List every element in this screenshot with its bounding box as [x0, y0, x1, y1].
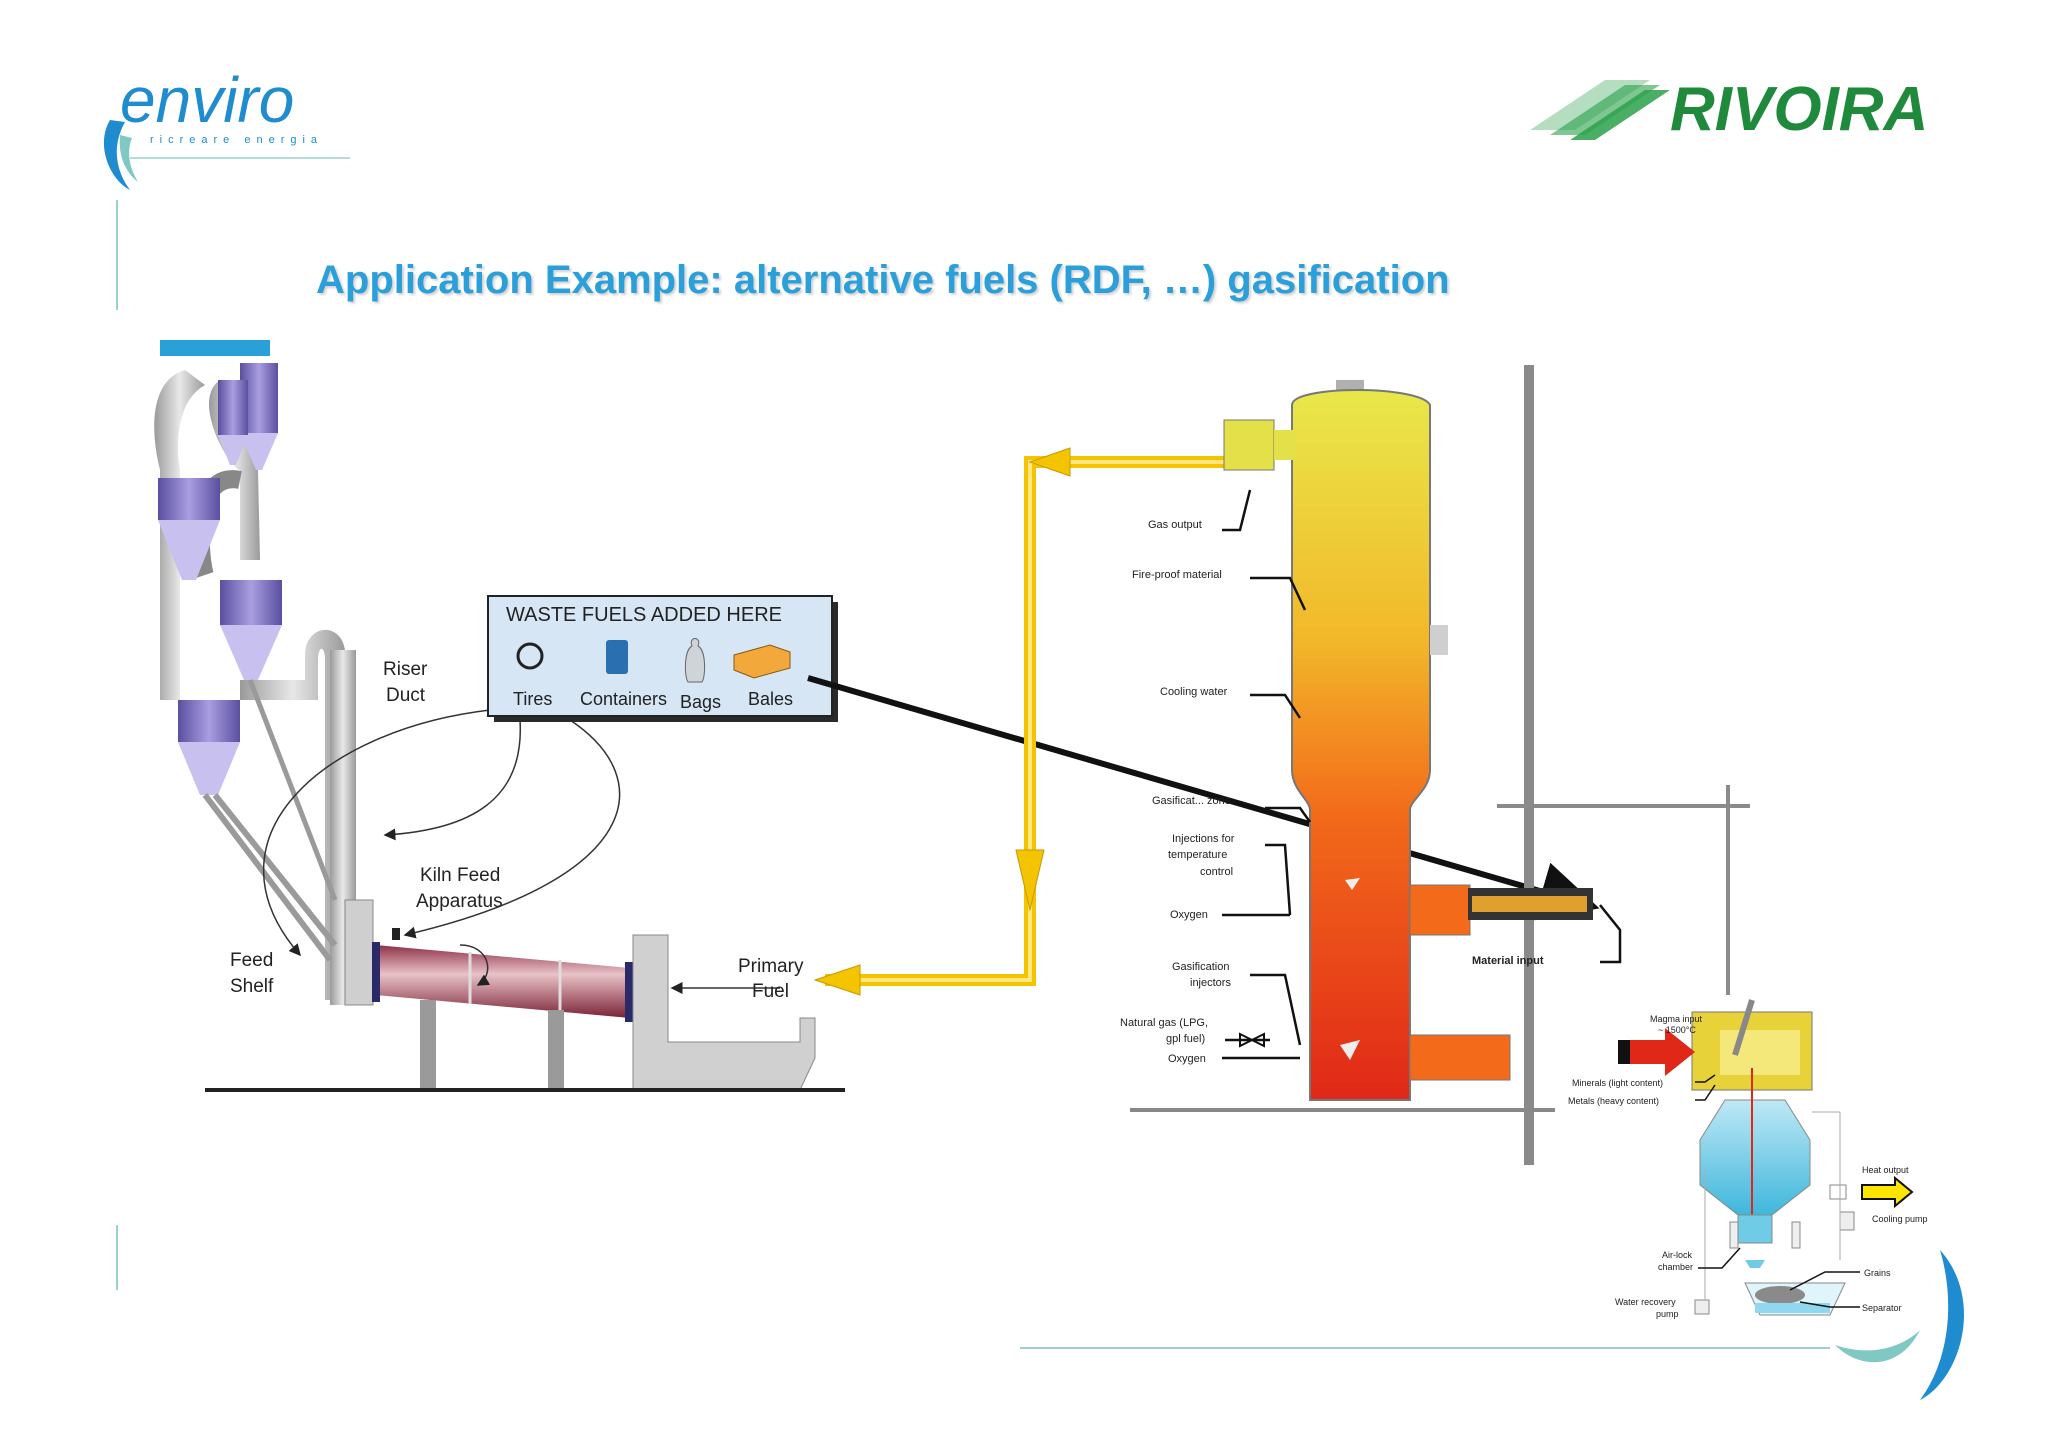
cooling-pump-label: Cooling pump — [1872, 1214, 1928, 1224]
svg-text:~ 1500°C: ~ 1500°C — [1658, 1025, 1696, 1035]
gas-return-arrow — [813, 447, 1225, 996]
minerals-label: Minerals (light content) — [1572, 1078, 1663, 1088]
svg-text:temperature: temperature — [1168, 849, 1227, 861]
material-input-label: Material input — [1472, 955, 1544, 967]
magma-input-arrow — [1620, 1028, 1695, 1076]
water-recovery-label: Water recovery — [1615, 1297, 1676, 1307]
oxygen-label-2: Oxygen — [1168, 1053, 1206, 1065]
svg-text:Apparatus: Apparatus — [416, 891, 503, 912]
preheater-cap — [160, 340, 270, 356]
rivoira-wordmark: RIVOIRA — [1670, 75, 1928, 144]
magma-input-label: Magma input — [1650, 1014, 1703, 1024]
heat-output-arrow — [1861, 1175, 1914, 1209]
bales-label: Bales — [748, 689, 793, 709]
heat-output-label: Heat output — [1862, 1165, 1909, 1175]
riser-duct — [240, 629, 345, 1000]
cyclone-hopper-2 — [218, 380, 248, 465]
cooling-water-label: Cooling water — [1160, 686, 1228, 698]
injection-label-1: Injections for — [1172, 833, 1235, 845]
svg-text:pump: pump — [1656, 1309, 1679, 1319]
rivoira-stripes — [1530, 80, 1670, 140]
svg-text:control: control — [1200, 866, 1233, 878]
gasification-zone-label: Gasificat... zone — [1152, 795, 1231, 807]
svg-text:chamber: chamber — [1658, 1262, 1693, 1272]
gasification-injectors-label: Gasification — [1172, 961, 1229, 973]
gasifier-labels: Gas output Fire-proof material Cooling w… — [1120, 519, 1544, 1065]
svg-text:Fuel: Fuel — [752, 981, 789, 1002]
enviro-logo: enviro ricreare energia — [103, 64, 350, 190]
vitrification-unit — [1618, 999, 1914, 1316]
vitrification-labels: Magma input ~ 1500°C Minerals (light con… — [1568, 1014, 1928, 1319]
rivoira-logo: RIVOIRA — [1530, 75, 1928, 144]
containers-label: Containers — [580, 689, 667, 709]
waste-fuels-heading: WASTE FUELS ADDED HERE — [506, 604, 782, 626]
svg-text:Duct: Duct — [386, 685, 426, 706]
separator-label: Separator — [1862, 1303, 1902, 1313]
riser-duct-label: Riser — [383, 659, 428, 680]
bags-icon — [684, 638, 706, 683]
containers-icon — [606, 640, 628, 674]
metals-label: Metals (heavy content) — [1568, 1096, 1659, 1106]
waste-fuels-box: WASTE FUELS ADDED HERE Tires Containers … — [487, 595, 838, 722]
grains-label: Grains — [1864, 1268, 1891, 1278]
cyclone-hopper-5 — [178, 700, 240, 795]
svg-text:gpl fuel): gpl fuel) — [1166, 1033, 1205, 1045]
rotary-kiln — [372, 942, 633, 1022]
svg-text:Shelf: Shelf — [230, 976, 274, 997]
enviro-wordmark: enviro — [120, 64, 294, 136]
bales-to-gasifier-arrow — [807, 675, 1600, 921]
primary-fuel-label: Primary — [738, 956, 804, 977]
tires-icon — [516, 642, 544, 670]
tires-label: Tires — [513, 689, 552, 709]
feed-shelf-label: Feed — [230, 950, 273, 971]
airlock-label: Air-lock — [1662, 1250, 1693, 1260]
natural-gas-label: Natural gas (LPG, — [1120, 1017, 1208, 1029]
decor-swoosh — [1920, 1250, 1964, 1400]
slide-title: Application Example: alternative fuels (… — [316, 258, 1450, 302]
bales-icon — [733, 644, 791, 679]
cyclone-hopper-3 — [158, 478, 220, 580]
bags-label: Bags — [680, 692, 721, 712]
enviro-tagline: ricreare energia — [150, 134, 323, 146]
cement-kiln-diagram: Riser Duct Kiln Feed Apparatus Feed Shel… — [154, 340, 845, 1092]
gas-output-label: Gas output — [1148, 519, 1202, 531]
svg-text:injectors: injectors — [1190, 977, 1231, 989]
fireproof-label: Fire-proof material — [1132, 569, 1222, 581]
oxygen-label-1: Oxygen — [1170, 909, 1208, 921]
kiln-feed-label: Kiln Feed — [420, 865, 500, 886]
cyclone-hopper-4 — [220, 580, 282, 680]
